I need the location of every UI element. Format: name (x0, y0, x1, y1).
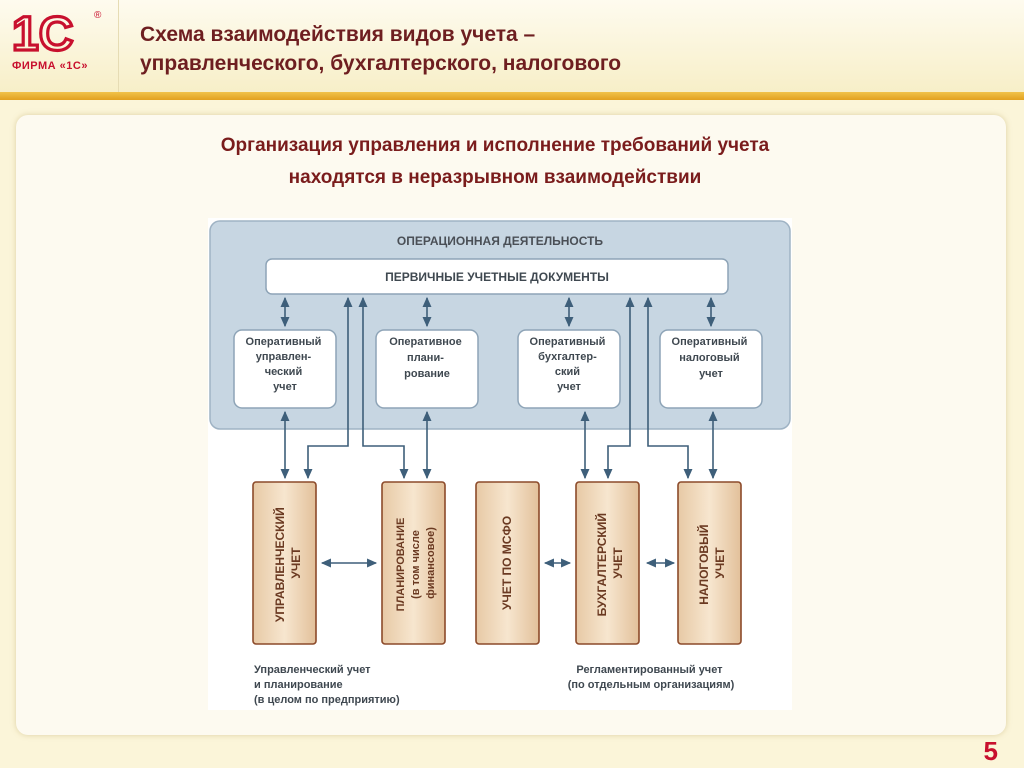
op-box-line: бухгалтер- (538, 351, 597, 363)
svg-text:ПЛАНИРОВАНИЕ (в том чи: ПЛАНИРОВАНИЕ (в том числе финансовое) (395, 515, 437, 612)
svg-text:Оперативный бухгалтер-: Оперативный бухгалтер- ский учет (530, 336, 609, 393)
column-label: (в том числе (410, 530, 422, 599)
op-box-line: Оперативный (672, 336, 748, 348)
primary-documents-title: ПЕРВИЧНЫЕ УЧЕТНЫЕ ДОКУМЕНТЫ (385, 270, 609, 284)
column-label: ПЛАНИРОВАНИЕ (395, 518, 407, 612)
op-box-line: учет (557, 381, 581, 393)
op-box-line: Оперативное (389, 336, 462, 348)
column-label: УЧЕТ (713, 547, 727, 579)
svg-text:УЧЕТ ПО МСФО: УЧЕТ ПО МСФО (500, 516, 514, 610)
caption-management-planning: Управленческий учет и планирование (в це… (254, 664, 400, 706)
connector-arrows (280, 296, 718, 568)
caption-line: Регламентированный учет (576, 664, 723, 676)
op-box-line: ский (555, 366, 580, 378)
slide-header (0, 0, 1024, 92)
diagram-canvas: ОПЕРАЦИОННАЯ ДЕЯТЕЛЬНОСТЬ ПЕРВИЧНЫЕ УЧЕТ… (209, 220, 791, 706)
column-label: БУХГАЛТЕРСКИЙ (594, 513, 609, 616)
caption-line: (по отдельным организациям) (568, 679, 735, 691)
op-box-line: учет (699, 368, 723, 380)
column-ifrs-accounting: УЧЕТ ПО МСФО (475, 481, 540, 645)
caption-line: (в целом по предприятию) (254, 694, 400, 706)
op-box-line: плани- (407, 352, 444, 364)
logo-mark-text: 1С (12, 8, 73, 58)
header-divider (0, 92, 1024, 100)
column-tax-accounting: НАЛОГОВЫЙ УЧЕТ (677, 481, 742, 645)
op-box-line: Оперативный (246, 336, 322, 348)
caption-line: Управленческий учет (254, 664, 371, 676)
slide-subtitle: Организация управления и исполнение треб… (220, 135, 770, 188)
registered-mark: ® (94, 10, 102, 21)
column-planning: ПЛАНИРОВАНИЕ (в том числе финансовое) (381, 481, 446, 645)
column-label: УЧЕТ ПО МСФО (500, 516, 514, 610)
column-label: УПРАВЛЕНЧЕСКИЙ (272, 507, 287, 622)
op-box-line: управлен- (256, 351, 312, 363)
column-label: УЧЕТ (611, 547, 625, 579)
accounting-interaction-diagram: ОПЕРАЦИОННАЯ ДЕЯТЕЛЬНОСТЬ ПЕРВИЧНЫЕ УЧЕТ… (208, 218, 792, 710)
svg-text:БУХГАЛТЕРСКИЙ УЧЕТ: БУХГАЛТЕРСКИЙ УЧЕТ (594, 510, 625, 617)
operational-box-accounting: Оперативный бухгалтер- ский учет (517, 329, 621, 409)
operational-activity-title: ОПЕРАЦИОННАЯ ДЕЯТЕЛЬНОСТЬ (397, 234, 604, 248)
column-label: УЧЕТ (289, 547, 303, 579)
caption-regulated-accounting: Регламентированный учет (по отдельным ор… (568, 664, 735, 691)
column-label: НАЛОГОВЫЙ (696, 525, 711, 605)
column-label: финансовое) (425, 527, 437, 599)
operational-box-management: Оперативный управлен- ческий учет (233, 329, 337, 409)
op-box-line: Оперативный (530, 336, 606, 348)
page-number: 5 (983, 736, 998, 766)
op-box-line: налоговый (679, 352, 739, 364)
column-management-accounting: УПРАВЛЕНЧЕСКИЙ УЧЕТ (252, 481, 317, 645)
primary-documents-bar (265, 258, 729, 295)
slide-title: Схема взаимодействия видов учета – управ… (140, 23, 622, 75)
svg-text:Оперативный управлен-: Оперативный управлен- ческий учет (246, 336, 325, 393)
operational-box-planning: Оперативное плани- рование (375, 329, 479, 409)
logo-1c-icon: 1С ® (10, 6, 102, 58)
column-financial-accounting: БУХГАЛТЕРСКИЙ УЧЕТ (575, 481, 640, 645)
operational-box-tax: Оперативный налоговый учет (659, 329, 763, 409)
logo-caption: ФИРМА «1С» (12, 60, 88, 72)
svg-text:УПРАВЛЕНЧЕСКИЙ УЧЕТ: УПРАВЛЕНЧЕСКИЙ УЧЕТ (272, 504, 303, 622)
caption-line: и планирование (254, 679, 343, 691)
op-box-line: рование (404, 368, 450, 380)
op-box-line: учет (273, 381, 297, 393)
company-logo: 1С ® ФИРМА «1С» (0, 0, 119, 92)
op-box-line: ческий (265, 366, 303, 378)
svg-text:НАЛОГОВЫЙ УЧЕТ: НАЛОГОВЫЙ УЧЕТ (696, 521, 727, 605)
